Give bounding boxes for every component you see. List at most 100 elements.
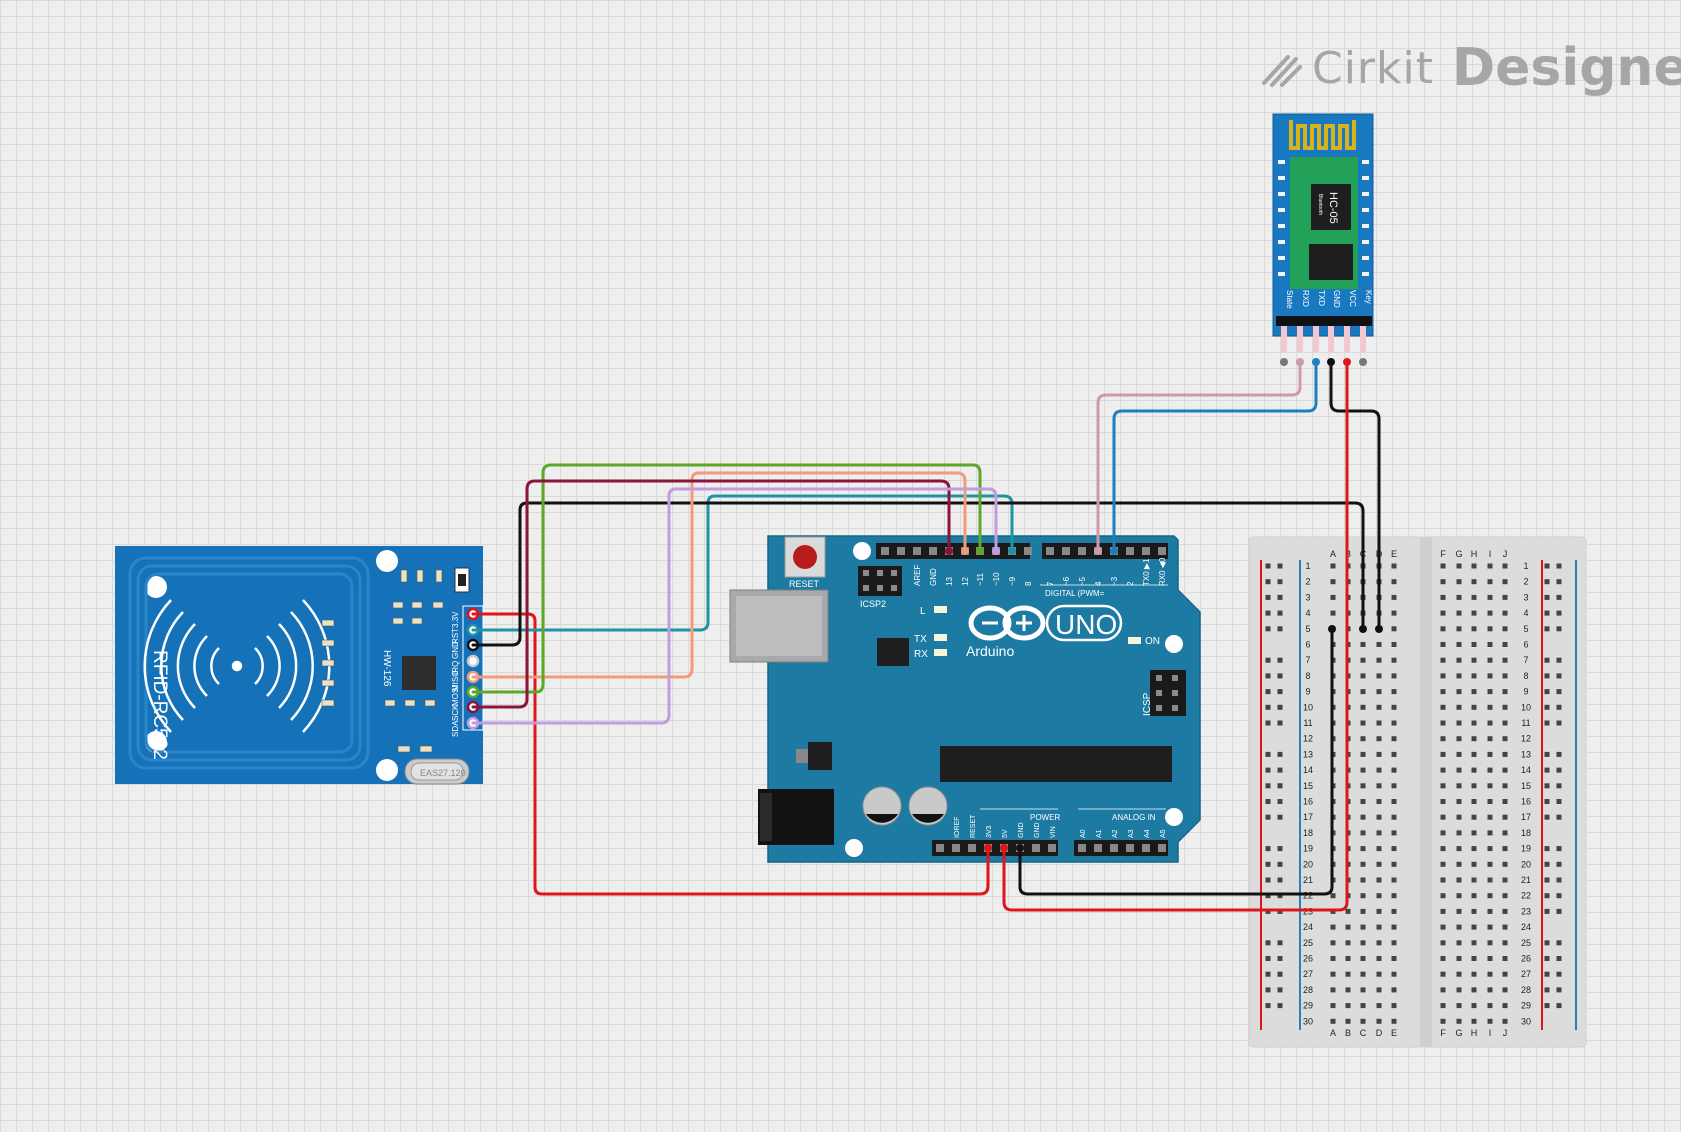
breadboard-hole[interactable] <box>1456 783 1462 789</box>
breadboard-hole[interactable] <box>1391 579 1397 585</box>
breadboard-hole[interactable] <box>1456 563 1462 569</box>
uno-header-pin[interactable] <box>936 844 944 852</box>
breadboard-hole[interactable] <box>1265 1003 1271 1009</box>
breadboard-hole[interactable] <box>1544 751 1550 757</box>
breadboard-hole[interactable] <box>1376 924 1382 930</box>
breadboard-hole[interactable] <box>1471 830 1477 836</box>
breadboard-hole[interactable] <box>1487 783 1493 789</box>
uno-header-pin[interactable] <box>881 547 889 555</box>
breadboard-hole[interactable] <box>1277 877 1283 883</box>
breadboard-hole[interactable] <box>1456 971 1462 977</box>
breadboard-hole[interactable] <box>1360 1003 1366 1009</box>
hc05-pin-key[interactable] <box>1360 322 1366 352</box>
breadboard-hole[interactable] <box>1544 563 1550 569</box>
rfid-module[interactable]: RFID-RC522 HW-126 EAS27.120 3.3VRSTGNDIR… <box>115 546 484 785</box>
breadboard-hole[interactable] <box>1556 673 1562 679</box>
breadboard-hole[interactable] <box>1471 799 1477 804</box>
breadboard-hole[interactable] <box>1544 877 1550 883</box>
breadboard-hole[interactable] <box>1440 657 1446 663</box>
breadboard-hole[interactable] <box>1360 956 1366 961</box>
uno-header-pin[interactable] <box>1142 844 1150 852</box>
breadboard-hole[interactable] <box>1345 956 1351 961</box>
breadboard-hole[interactable] <box>1456 814 1462 820</box>
breadboard-hole[interactable] <box>1330 940 1336 946</box>
breadboard-hole[interactable] <box>1456 704 1462 710</box>
breadboard-hole[interactable] <box>1544 673 1550 679</box>
breadboard-hole[interactable] <box>1376 971 1382 977</box>
breadboard-hole[interactable] <box>1265 893 1271 899</box>
breadboard-hole[interactable] <box>1391 594 1397 600</box>
breadboard-hole[interactable] <box>1391 877 1397 883</box>
breadboard-hole[interactable] <box>1360 767 1366 773</box>
breadboard-hole[interactable] <box>1360 814 1366 820</box>
breadboard-hole[interactable] <box>1487 642 1493 647</box>
breadboard-hole[interactable] <box>1391 736 1397 742</box>
breadboard-hole[interactable] <box>1456 736 1462 742</box>
breadboard-hole[interactable] <box>1456 877 1462 883</box>
breadboard-hole[interactable] <box>1265 704 1271 710</box>
breadboard-hole[interactable] <box>1502 594 1508 600</box>
breadboard-hole[interactable] <box>1556 751 1562 757</box>
breadboard-hole[interactable] <box>1265 657 1271 663</box>
breadboard-hole[interactable] <box>1544 846 1550 852</box>
breadboard-hole[interactable] <box>1376 783 1382 789</box>
breadboard-hole[interactable] <box>1544 594 1550 600</box>
breadboard-hole[interactable] <box>1456 940 1462 946</box>
breadboard-hole[interactable] <box>1440 940 1446 946</box>
breadboard-hole[interactable] <box>1330 1018 1336 1024</box>
breadboard-hole[interactable] <box>1391 751 1397 757</box>
breadboard-hole[interactable] <box>1544 626 1550 632</box>
breadboard-hole[interactable] <box>1277 767 1283 773</box>
breadboard-hole[interactable] <box>1376 1003 1382 1009</box>
breadboard-hole[interactable] <box>1440 579 1446 585</box>
breadboard-hole[interactable] <box>1471 877 1477 883</box>
breadboard-hole[interactable] <box>1265 673 1271 679</box>
breadboard-hole[interactable] <box>1345 971 1351 977</box>
breadboard-hole[interactable] <box>1265 767 1271 773</box>
breadboard-hole[interactable] <box>1440 594 1446 600</box>
breadboard-hole[interactable] <box>1502 720 1508 726</box>
breadboard-hole[interactable] <box>1456 626 1462 632</box>
breadboard-hole[interactable] <box>1502 987 1508 993</box>
breadboard-hole[interactable] <box>1440 877 1446 883</box>
uno-header-pin[interactable] <box>1158 844 1166 852</box>
uno-header-pin[interactable] <box>1094 844 1102 852</box>
breadboard-hole[interactable] <box>1456 924 1462 930</box>
breadboard-hole[interactable] <box>1391 814 1397 820</box>
breadboard-hole[interactable] <box>1471 1003 1477 1009</box>
breadboard-hole[interactable] <box>1277 971 1283 977</box>
breadboard-hole[interactable] <box>1277 861 1283 867</box>
uno-header-pin[interactable] <box>1126 547 1134 555</box>
breadboard-hole[interactable] <box>1456 579 1462 585</box>
breadboard-hole[interactable] <box>1277 814 1283 820</box>
breadboard-hole[interactable] <box>1487 908 1493 914</box>
breadboard-hole[interactable] <box>1265 720 1271 726</box>
breadboard-hole[interactable] <box>1360 751 1366 757</box>
breadboard-hole[interactable] <box>1487 846 1493 852</box>
breadboard-hole[interactable] <box>1556 563 1562 569</box>
breadboard-hole[interactable] <box>1487 579 1493 585</box>
breadboard-hole[interactable] <box>1391 893 1397 899</box>
breadboard-hole[interactable] <box>1440 924 1446 930</box>
breadboard-hole[interactable] <box>1345 924 1351 930</box>
breadboard-hole[interactable] <box>1487 877 1493 883</box>
breadboard-hole[interactable] <box>1502 673 1508 679</box>
breadboard-hole[interactable] <box>1487 971 1493 977</box>
breadboard-hole[interactable] <box>1376 704 1382 710</box>
breadboard-hole[interactable] <box>1391 956 1397 961</box>
breadboard-hole[interactable] <box>1471 720 1477 726</box>
breadboard-hole[interactable] <box>1544 704 1550 710</box>
breadboard-hole[interactable] <box>1456 767 1462 773</box>
breadboard-hole[interactable] <box>1471 689 1477 695</box>
breadboard-hole[interactable] <box>1440 642 1446 647</box>
breadboard-hole[interactable] <box>1440 673 1446 679</box>
breadboard-hole[interactable] <box>1471 908 1477 914</box>
breadboard-hole[interactable] <box>1456 689 1462 695</box>
breadboard-hole[interactable] <box>1440 767 1446 773</box>
breadboard-hole[interactable] <box>1471 626 1477 632</box>
breadboard-hole[interactable] <box>1471 610 1477 616</box>
breadboard-hole[interactable] <box>1487 767 1493 773</box>
breadboard-hole[interactable] <box>1391 1018 1397 1024</box>
breadboard-hole[interactable] <box>1391 1003 1397 1009</box>
